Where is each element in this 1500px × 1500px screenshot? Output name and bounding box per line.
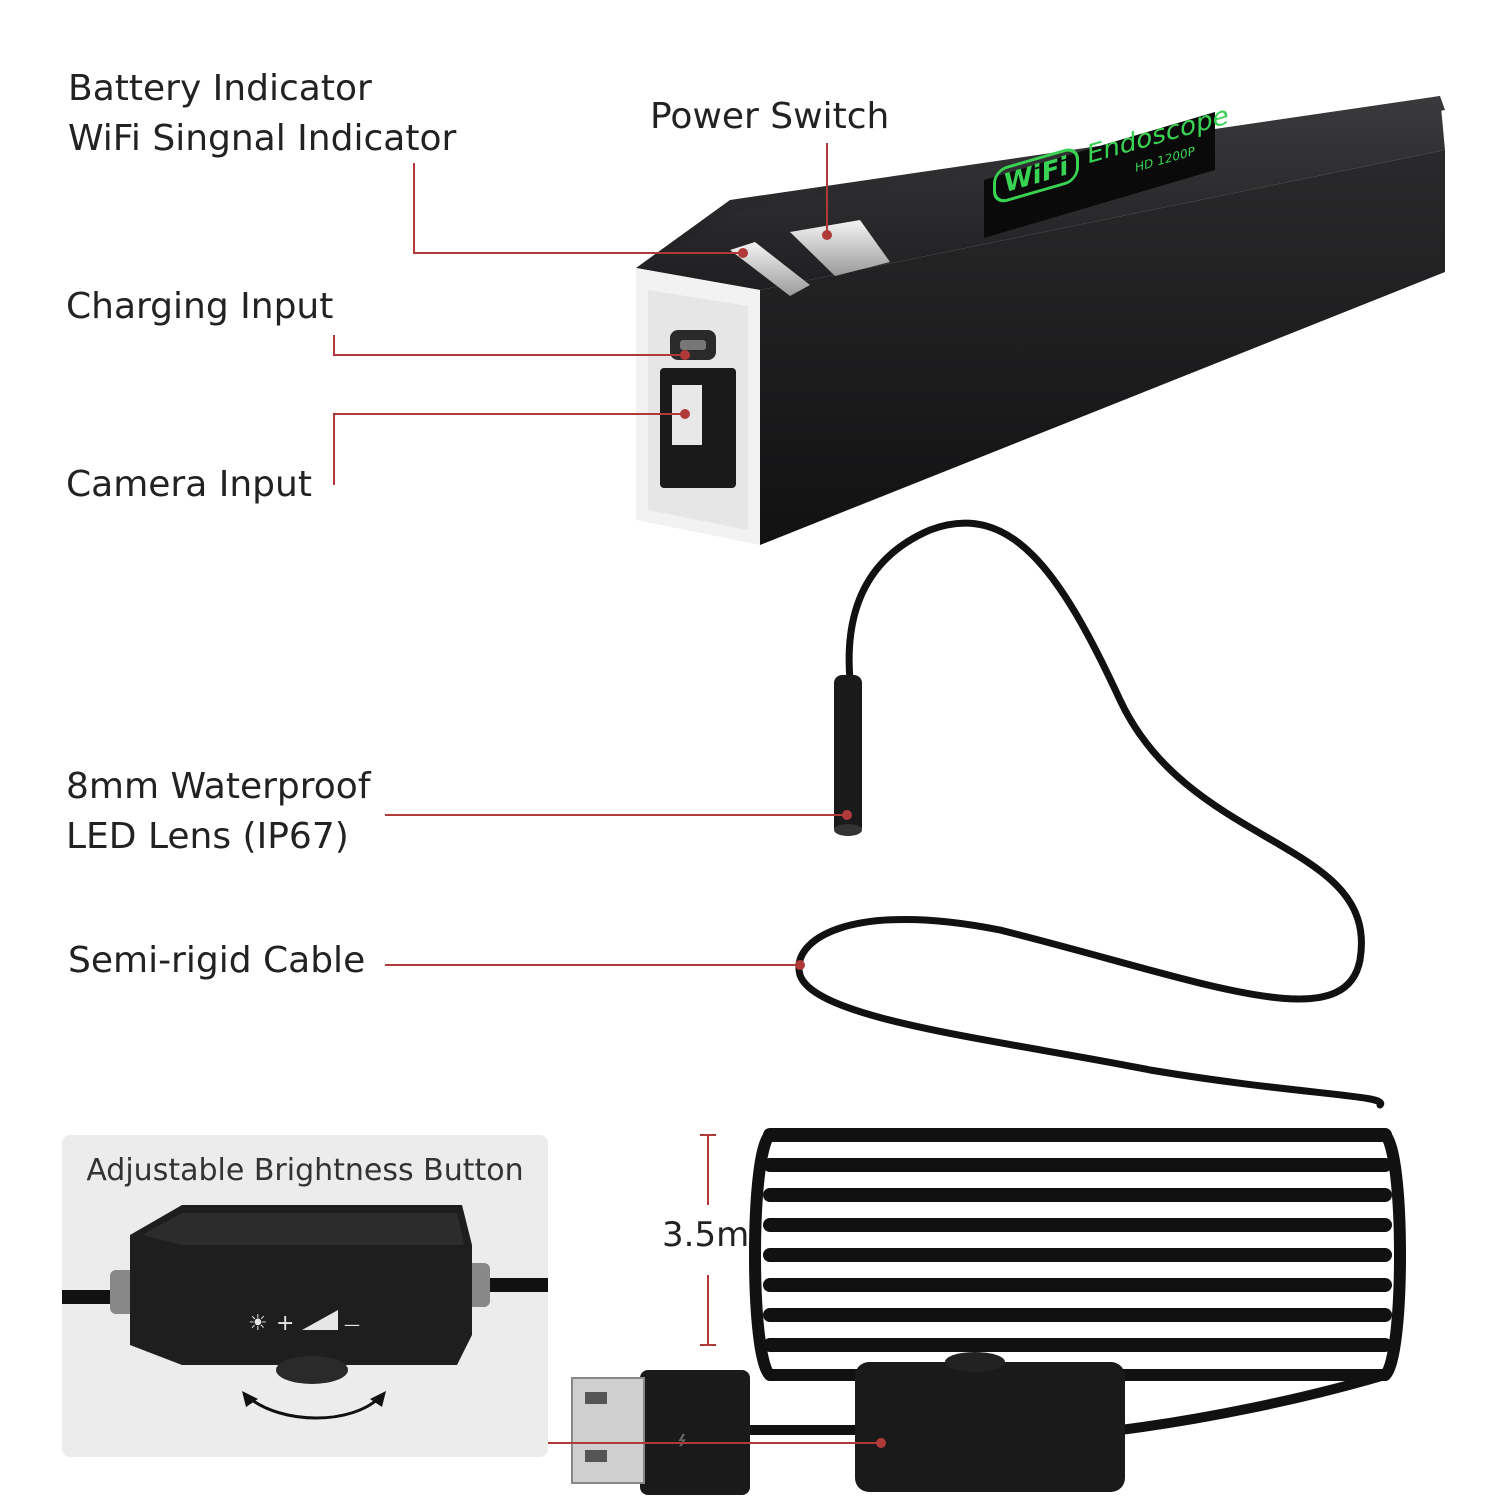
inline-controller: [745, 1352, 1125, 1492]
label-indicators: Battery Indicator WiFi Singnal Indicator: [68, 64, 456, 164]
leader-camera-v: [333, 413, 335, 485]
battery-indicator-label: Battery Indicator: [68, 68, 372, 109]
leader-controller-dot: [876, 1438, 886, 1448]
usb-plug: ⌁: [571, 1370, 750, 1495]
leader-lens-h: [385, 814, 845, 816]
leader-controller-h: [548, 1442, 878, 1444]
leader-power-v: [826, 143, 828, 235]
leader-charging-h: [333, 354, 683, 356]
plus-icon: +: [276, 1311, 295, 1336]
leader-camera-h: [333, 413, 683, 415]
label-lens: 8mm Waterproof LED Lens (IP67): [66, 762, 371, 862]
camera-lens-head: [834, 675, 862, 836]
wifi-box-device: [636, 96, 1445, 545]
brightness-detail-panel: Adjustable Brightness Button ☀ + —: [62, 1135, 548, 1457]
brightness-controller-closeup: [62, 1205, 548, 1420]
svg-text:⌁: ⌁: [667, 1432, 697, 1448]
lens-label-line2: LED Lens (IP67): [66, 816, 349, 857]
power-switch-label: Power Switch: [650, 96, 890, 137]
sun-icon: ☀: [248, 1311, 268, 1336]
leader-indicators-dot: [738, 248, 748, 258]
leader-power-dot: [822, 230, 832, 240]
length-marker: [700, 1134, 716, 1346]
wifi-indicator-label: WiFi Singnal Indicator: [68, 118, 457, 159]
lens-label-line1: 8mm Waterproof: [66, 766, 371, 807]
charging-input-label: Charging Input: [66, 286, 334, 327]
leader-charging-dot: [680, 350, 690, 360]
cable-label: Semi-rigid Cable: [68, 940, 366, 981]
minus-icon: —: [344, 1315, 360, 1334]
leader-indicators-v: [413, 163, 415, 253]
brightness-panel-title: Adjustable Brightness Button: [86, 1153, 524, 1188]
camera-cable: [749, 519, 1406, 1435]
cable-length-label: 3.5m: [662, 1215, 750, 1255]
leader-indicators-h: [413, 252, 743, 254]
camera-input-label: Camera Input: [66, 464, 312, 505]
leader-cable-h: [385, 964, 797, 966]
leader-cable-dot: [795, 960, 805, 970]
leader-charging-v: [333, 335, 335, 355]
leader-camera-dot: [680, 409, 690, 419]
leader-lens-dot: [842, 810, 852, 820]
screen-wifi-logo: WiFi: [993, 144, 1080, 206]
